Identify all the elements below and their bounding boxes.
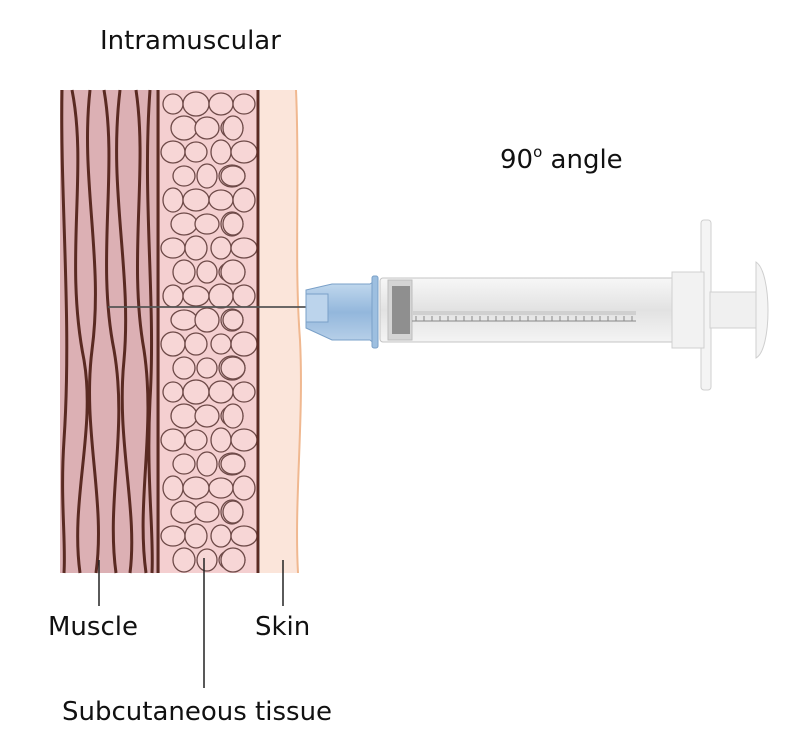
- fat-cell: [196, 260, 218, 284]
- fat-cell: [208, 380, 234, 404]
- fat-cells: [160, 91, 258, 573]
- angle-suffix: angle: [542, 145, 623, 175]
- fat-cell: [220, 165, 246, 187]
- fat-cell: [160, 237, 186, 259]
- fat-cell: [220, 259, 246, 285]
- angle-label: 90o angle: [500, 145, 623, 175]
- fat-cell: [220, 356, 246, 380]
- fat-cell: [160, 525, 186, 547]
- fat-cell: [170, 500, 198, 524]
- fat-cell: [196, 357, 218, 379]
- fat-cell: [170, 115, 198, 141]
- fat-cell: [162, 187, 184, 213]
- fat-cell: [184, 332, 208, 356]
- fat-cell: [172, 547, 196, 573]
- fat-cell: [184, 235, 208, 261]
- fat-cell: [162, 381, 184, 403]
- fat-cell: [222, 500, 244, 524]
- angle-value: 90: [500, 145, 534, 175]
- fat-cell: [220, 453, 246, 475]
- degree-symbol: o: [533, 143, 543, 161]
- fat-cell: [208, 283, 234, 309]
- skin-label: Skin: [255, 612, 311, 642]
- fat-cell: [232, 187, 256, 213]
- fat-cell: [210, 427, 232, 453]
- fat-cell: [222, 309, 244, 331]
- fat-cell: [232, 93, 256, 115]
- fat-cell: [184, 523, 208, 549]
- syringe: [305, 219, 769, 391]
- fat-cell: [170, 403, 198, 429]
- fat-cell: [162, 475, 184, 501]
- fat-cell: [194, 213, 220, 235]
- fat-cell: [194, 116, 220, 140]
- muscle-fibers: [60, 89, 154, 574]
- fat-cell: [194, 404, 220, 428]
- fat-cell: [230, 525, 258, 547]
- fat-cell: [232, 381, 256, 403]
- fat-cell: [222, 212, 244, 236]
- subcutaneous-label: Subcutaneous tissue: [62, 697, 333, 727]
- fat-cell: [210, 333, 232, 355]
- fat-cell: [208, 189, 234, 211]
- subcutaneous-layer: [160, 90, 260, 573]
- fat-cell: [222, 115, 244, 141]
- skin-layer: [260, 89, 302, 574]
- fat-cell: [172, 165, 196, 187]
- diagram-title: Intramuscular: [100, 26, 281, 56]
- syringe-barrel: [379, 277, 677, 343]
- fat-cell: [184, 429, 208, 451]
- fat-cell: [208, 92, 234, 116]
- fat-cell: [196, 548, 218, 572]
- plunger-thumb-press: [755, 261, 769, 359]
- fat-cell: [172, 259, 196, 285]
- fat-cell: [230, 331, 258, 357]
- fat-cell: [230, 140, 258, 164]
- fat-cell: [232, 284, 256, 308]
- fat-cell: [220, 547, 246, 573]
- muscle-label: Muscle: [48, 612, 138, 642]
- fat-cell: [160, 331, 186, 357]
- fat-cell: [162, 93, 184, 115]
- fat-cell: [232, 475, 256, 501]
- plunger-rod: [709, 291, 759, 329]
- fat-cell: [182, 476, 210, 500]
- fat-cell: [210, 139, 232, 165]
- fat-cell: [194, 501, 220, 523]
- fat-cell: [170, 212, 198, 236]
- fat-cell: [208, 477, 234, 499]
- fat-cell: [170, 309, 198, 331]
- fat-cell: [182, 188, 210, 212]
- muscle-layer: [60, 89, 160, 574]
- fat-cell: [182, 91, 210, 117]
- fat-cell: [230, 428, 258, 452]
- fat-cell: [222, 403, 244, 429]
- fat-cell: [172, 356, 196, 380]
- fat-cell: [210, 236, 232, 260]
- fat-cell: [162, 284, 184, 308]
- fat-cell: [194, 307, 220, 333]
- syringe-scale: [415, 316, 633, 321]
- needle-hub: [305, 275, 379, 349]
- fat-cell: [160, 428, 186, 452]
- fat-cell: [182, 379, 210, 405]
- fat-cell: [196, 451, 218, 477]
- fat-cell: [160, 140, 186, 164]
- fat-cell: [196, 163, 218, 189]
- fat-cell: [182, 285, 210, 307]
- fat-cell: [230, 237, 258, 259]
- fat-cell: [184, 141, 208, 163]
- fat-cell: [210, 524, 232, 548]
- fat-cell: [172, 453, 196, 475]
